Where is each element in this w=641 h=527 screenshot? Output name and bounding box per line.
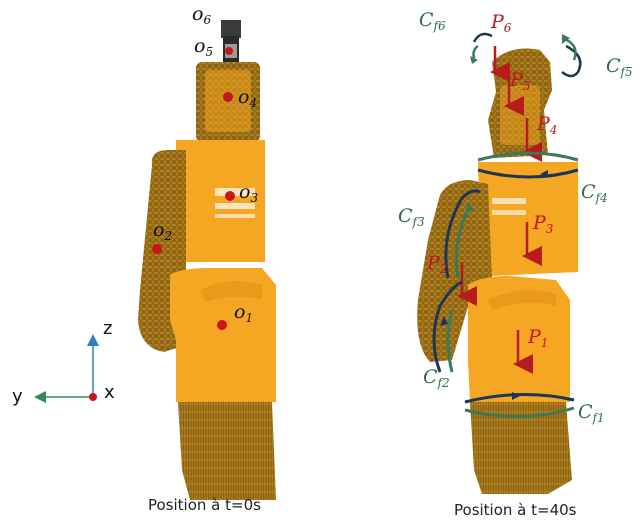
torque-loop-cf3 xyxy=(444,189,481,279)
label-p2: P2 xyxy=(426,252,447,276)
label-o2: o2 xyxy=(153,219,172,243)
label-p6: P6 xyxy=(490,11,512,35)
label-cf5: Cf5 xyxy=(606,55,633,79)
caption-right: Position à t=40s xyxy=(454,501,577,519)
x-axis-dot xyxy=(89,393,97,401)
robot-right: P1 P2 P3 P4 P5 P6 Cf1 Cf2 Cf3 Cf4 Cf5 Cf… xyxy=(398,9,633,494)
torque-loop-cf4 xyxy=(477,151,579,179)
link-upper-left xyxy=(176,140,265,262)
torque-loop-cf2 xyxy=(432,280,463,373)
label-cf6: Cf6 xyxy=(419,9,446,33)
y-axis-label: y xyxy=(12,386,23,407)
label-o1: o1 xyxy=(234,301,253,325)
label-cf3: Cf3 xyxy=(398,205,425,229)
z-axis-label: z xyxy=(103,318,112,339)
label-o5: o5 xyxy=(194,35,213,59)
label-p4: P4 xyxy=(536,113,557,137)
label-p1: P1 xyxy=(527,326,548,350)
link-upper-right xyxy=(478,162,578,276)
base-left xyxy=(178,402,276,500)
frame-point-o2 xyxy=(152,244,162,254)
label-cf1: Cf1 xyxy=(578,401,605,425)
frame-point-o1 xyxy=(217,320,227,330)
label-o4: o4 xyxy=(238,86,257,110)
torque-loop-cf1 xyxy=(464,392,575,419)
label-cf4: Cf4 xyxy=(581,181,608,205)
axes-triad: z y x xyxy=(12,318,115,407)
gripper-left xyxy=(221,20,241,64)
frame-point-o4 xyxy=(223,92,233,102)
torque-loop-cf5 xyxy=(561,34,582,78)
robot-left: o1 o2 o3 o4 o5 o6 xyxy=(138,3,276,500)
x-axis-label: x xyxy=(104,382,115,403)
caption-left: Position à t=0s xyxy=(148,496,261,514)
label-o3: o3 xyxy=(239,181,258,205)
torque-loop-cf6 xyxy=(470,32,493,64)
frame-point-o3 xyxy=(225,191,235,201)
link-lower-left xyxy=(170,268,276,402)
label-o6: o6 xyxy=(192,3,211,27)
label-p3: P3 xyxy=(532,212,554,236)
label-cf2: Cf2 xyxy=(423,366,450,390)
frame-point-o5 xyxy=(225,47,233,55)
base-right xyxy=(470,402,572,494)
label-p5: P5 xyxy=(509,69,530,93)
